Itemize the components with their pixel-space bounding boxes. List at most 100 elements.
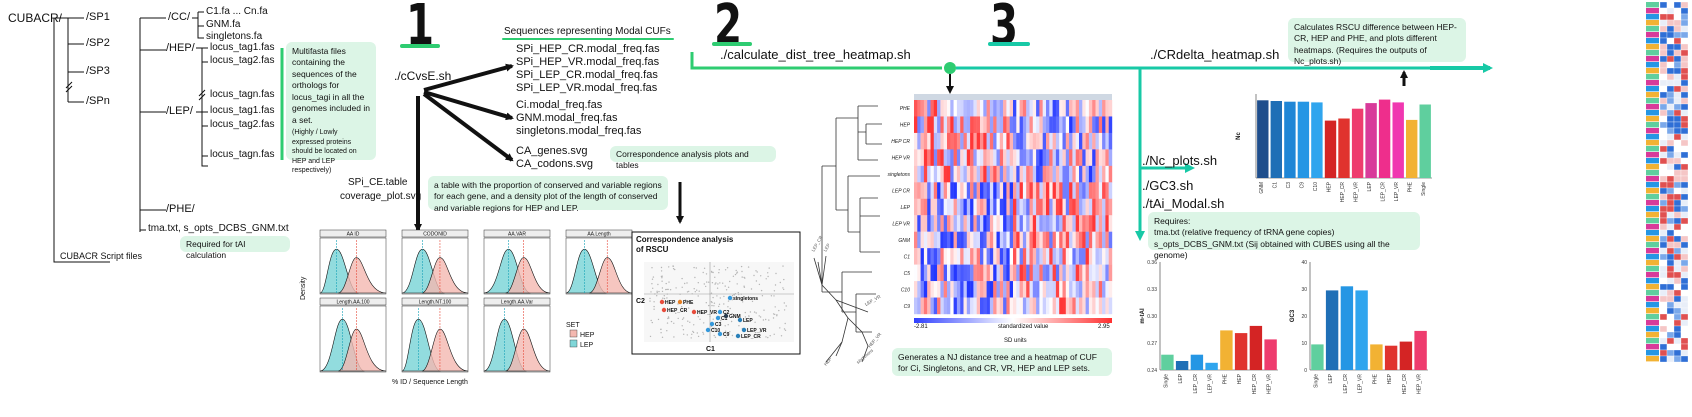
strip-cell bbox=[1680, 67, 1689, 75]
heatmap-cell bbox=[1046, 248, 1050, 265]
heatmap-cell bbox=[940, 248, 944, 265]
strip-cell bbox=[1673, 337, 1682, 345]
ca-set-point bbox=[705, 327, 711, 333]
strip-cell bbox=[1666, 73, 1675, 81]
heatmap-cell bbox=[1102, 231, 1106, 249]
heatmap-cell bbox=[1039, 198, 1043, 216]
strip-cell bbox=[1659, 13, 1668, 21]
heatmap-cell bbox=[993, 248, 997, 265]
heatmap-cell bbox=[973, 149, 977, 167]
strip-cell bbox=[1673, 229, 1682, 237]
strip-row-tag bbox=[1646, 242, 1659, 248]
heatmap-cell bbox=[980, 215, 984, 232]
ca-point bbox=[768, 267, 770, 269]
ca-point bbox=[666, 330, 668, 332]
strip-cell bbox=[1659, 337, 1668, 345]
strip-cell bbox=[1659, 265, 1668, 273]
heatmap-cell bbox=[923, 116, 928, 134]
ca-point bbox=[716, 295, 718, 297]
strip-row-tag bbox=[1646, 74, 1659, 80]
heatmap-cell bbox=[1032, 264, 1037, 282]
strip-cell bbox=[1659, 97, 1668, 105]
heatmap-cell bbox=[1092, 165, 1096, 183]
heatmap-cell bbox=[1102, 215, 1106, 232]
strip-row-tag bbox=[1646, 338, 1659, 344]
heatmap-cell bbox=[960, 297, 964, 315]
ca-point bbox=[654, 293, 656, 295]
ca-point bbox=[774, 306, 776, 308]
ca-point bbox=[742, 301, 744, 303]
strip-cell bbox=[1666, 355, 1675, 363]
heatmap-cell bbox=[1059, 149, 1063, 167]
heatmap-cell bbox=[1016, 116, 1020, 134]
heatmap-cell bbox=[927, 182, 931, 199]
ca-point bbox=[731, 294, 734, 297]
heatmap-cell bbox=[1062, 215, 1066, 232]
ca-point bbox=[715, 282, 717, 284]
heatmap-cell bbox=[920, 198, 925, 216]
strip-cell bbox=[1666, 61, 1675, 69]
strip-cell bbox=[1680, 43, 1689, 51]
chart-bar bbox=[1270, 101, 1282, 178]
ca-point bbox=[666, 322, 669, 324]
heatmap-cell bbox=[933, 281, 938, 298]
strip-cell bbox=[1659, 181, 1668, 189]
heatmap-cell bbox=[986, 231, 991, 249]
ca-point bbox=[725, 289, 728, 291]
heatmap-cell bbox=[1102, 165, 1106, 183]
ca-point bbox=[695, 267, 697, 269]
scale-min: -2.81 bbox=[914, 324, 928, 330]
heatmap-cell bbox=[950, 182, 954, 199]
strip-row-tag bbox=[1646, 128, 1659, 134]
ca-point bbox=[702, 333, 705, 335]
heatmap-cell bbox=[976, 281, 981, 298]
strip-cell bbox=[1673, 61, 1682, 69]
heatmap-cell bbox=[1029, 215, 1033, 232]
ca-point bbox=[731, 334, 734, 337]
heatmap-cell bbox=[983, 281, 987, 298]
heatmap-cell bbox=[1095, 132, 1099, 150]
heatmap-cell bbox=[923, 100, 928, 117]
ca-point bbox=[713, 327, 716, 329]
ca-point bbox=[779, 327, 781, 329]
heatmap-cell bbox=[1082, 231, 1086, 249]
heatmap-cell bbox=[993, 281, 997, 298]
ca-point bbox=[661, 280, 663, 282]
strip-cell bbox=[1680, 61, 1689, 69]
strip-cell bbox=[1659, 133, 1668, 141]
strip-row-tag bbox=[1646, 332, 1659, 338]
ca-point bbox=[709, 315, 711, 318]
strip-cell bbox=[1659, 271, 1668, 279]
heatmap-cell bbox=[914, 215, 918, 232]
heatmap-cell bbox=[1019, 215, 1024, 232]
strip-cell bbox=[1673, 199, 1682, 207]
strip-cell bbox=[1666, 253, 1675, 261]
chart-category-label: HEP_CR bbox=[1340, 182, 1346, 203]
heatmap-cell bbox=[993, 215, 997, 232]
strip-cell bbox=[1659, 145, 1668, 153]
heatmap-cell bbox=[933, 297, 938, 315]
density-hep-curve bbox=[421, 257, 469, 294]
heatmap-cell bbox=[940, 165, 944, 183]
strip-row-tag bbox=[1646, 326, 1659, 332]
heatmap-cell bbox=[1013, 182, 1017, 199]
heatmap-cell bbox=[980, 165, 984, 183]
heatmap-cell bbox=[996, 182, 1000, 199]
strip-cell bbox=[1666, 7, 1675, 15]
rscu-diff-note: Calculates RSCU difference between HEP-C… bbox=[1288, 18, 1466, 66]
heatmap-cell bbox=[1055, 149, 1060, 167]
chart-bar bbox=[1249, 325, 1263, 370]
ca-point bbox=[710, 292, 713, 294]
strip-cell bbox=[1673, 253, 1682, 261]
strip-row-tag bbox=[1646, 182, 1659, 188]
heatmap-cell bbox=[973, 182, 977, 199]
heatmap-cell bbox=[1026, 116, 1030, 134]
strip-cell bbox=[1659, 241, 1668, 249]
heatmap-cell bbox=[1088, 215, 1093, 232]
heatmap-cell bbox=[1105, 297, 1109, 315]
heatmap-cell bbox=[930, 182, 934, 199]
strip-cell bbox=[1673, 1, 1682, 9]
heatmap-cell bbox=[1019, 100, 1024, 117]
heatmap-cell bbox=[1088, 100, 1093, 117]
